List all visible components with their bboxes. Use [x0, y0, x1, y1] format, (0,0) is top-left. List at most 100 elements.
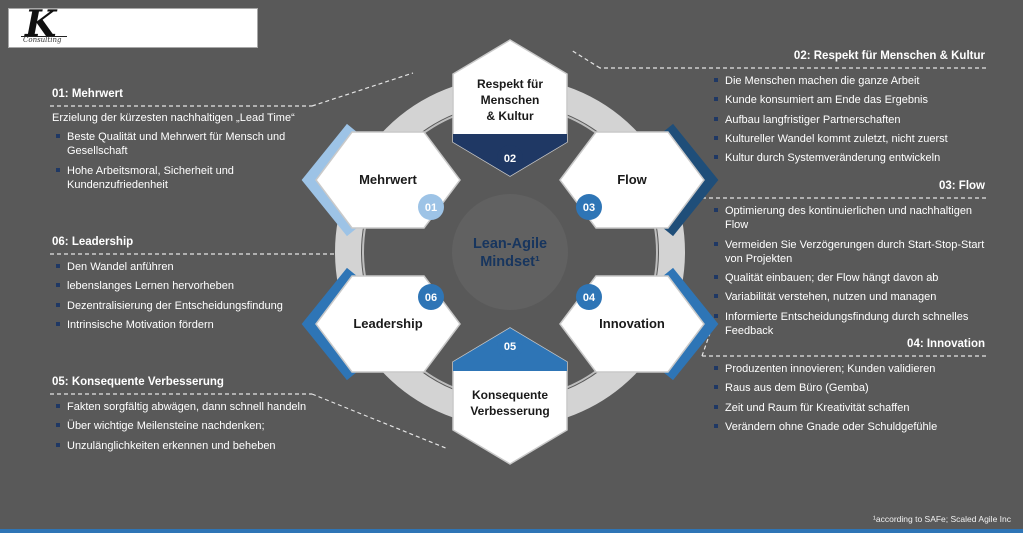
badge-01: 01	[418, 194, 444, 220]
bullet-text: Kunde konsumiert am Ende das Ergebnis	[725, 94, 929, 107]
center-title-line1: Lean-Agile	[473, 236, 547, 252]
bottom-accent-bar	[0, 529, 1023, 533]
panel-heading: 02: Respekt für Menschen & Kultur	[793, 50, 985, 62]
bullet-marker	[714, 275, 718, 280]
bullet-text: Variabilität verstehen, nutzen und manag…	[725, 291, 937, 304]
chevron-leadership	[301, 267, 358, 381]
chevron-mehrwert	[301, 123, 358, 237]
badge-06: 06	[418, 284, 444, 310]
panel-03-flow: 03: Flow Optimierung des kontinuierliche…	[700, 180, 985, 338]
label-mehrwert: Mehrwert	[359, 172, 417, 187]
bullet-item: Vermeiden Sie Verzögerungen durch Start-…	[700, 238, 985, 267]
label-respekt-line2: Menschen	[481, 93, 540, 107]
bullet-marker	[714, 404, 718, 409]
logo-tagline: Consulting	[23, 36, 62, 44]
bullet-text: Unzulänglichkeiten erkennen und beheben	[67, 439, 276, 452]
bullet-item: Variabilität verstehen, nutzen und manag…	[700, 290, 985, 304]
bullet-item: Den Wandel anführen	[52, 260, 312, 274]
panel-heading: 06: Leadership	[52, 236, 134, 248]
bullet-item: Produzenten innovieren; Kunden validiere…	[700, 362, 985, 376]
label-innovation: Innovation	[599, 316, 665, 331]
bullet-text: Raus aus dem Büro (Gemba)	[725, 382, 869, 395]
bullet-marker	[714, 78, 718, 82]
bullet-item: Unzulänglichkeiten erkennen und beheben	[52, 439, 312, 453]
bullet-marker	[714, 423, 718, 428]
bullet-text: Die Menschen machen die ganze Arbeit	[725, 75, 920, 87]
connector-01	[50, 72, 414, 107]
bullet-text: Beste Qualität und Mehrwert für Mensch u…	[67, 131, 286, 158]
bullet-item: Aufbau langfristiger Partnerschaften	[700, 113, 985, 127]
bullet-item: Zeit und Raum für Kreativität schaffen	[700, 401, 985, 415]
bullet-text: Intrinsische Motivation fördern	[67, 318, 214, 331]
bullet-text: Den Wandel anführen	[67, 261, 174, 273]
panel-02-respekt: 02: Respekt für Menschen & Kultur Die Me…	[700, 50, 985, 165]
bullet-marker	[56, 264, 60, 268]
bullet-text: Informierte Entscheidungsfindung durch s…	[725, 310, 969, 338]
bullet-text: Über wichtige Meilensteine nachdenken;	[67, 420, 265, 433]
bullet-marker	[56, 302, 60, 307]
panel-heading: 01: Mehrwert	[52, 88, 123, 100]
chevron-innovation	[662, 267, 719, 381]
logo-monogram: K	[25, 3, 57, 45]
badge-06-number: 06	[425, 292, 437, 304]
bullet-text: Fakten sorgfältig abwägen, dann schnell …	[67, 401, 307, 413]
bullet-item: Kultureller Wandel kommt zuletzt, nicht …	[700, 132, 985, 146]
label-flow: Flow	[617, 172, 647, 187]
badge-05-number: 05	[504, 341, 516, 353]
label-verbesserung-line1: Konsequente	[472, 388, 548, 402]
badge-02: 02	[497, 145, 523, 171]
badge-03-number: 03	[583, 202, 595, 214]
bullet-text: Qualität einbauen; der Flow hängt davon …	[725, 272, 939, 285]
bullet-marker	[714, 155, 718, 160]
bullet-marker	[714, 366, 718, 370]
bullet-item: Fakten sorgfältig abwägen, dann schnell …	[52, 400, 312, 414]
label-respekt-line1: Respekt für	[477, 77, 543, 91]
chevron-flow	[662, 123, 719, 237]
bullet-text: Hohe Arbeitsmoral, Sicherheit und Kunden…	[67, 164, 234, 191]
badge-05: 05	[497, 333, 523, 359]
bullet-text: Zeit und Raum für Kreativität schaffen	[725, 401, 910, 414]
bullet-marker	[714, 385, 718, 390]
bullet-item: Hohe Arbeitsmoral, Sicherheit und Kunden…	[52, 164, 312, 193]
bullet-text: Dezentralisierung der Entscheidungsfindu…	[67, 299, 283, 312]
label-leadership: Leadership	[353, 316, 422, 331]
panel-04-innovation: 04: Innovation Produzenten innovieren; K…	[700, 338, 985, 434]
bullet-marker	[714, 208, 718, 212]
bullet-item: Intrinsische Motivation fördern	[52, 318, 312, 332]
bullet-item: Die Menschen machen die ganze Arbeit	[700, 74, 985, 88]
bullet-marker	[714, 135, 718, 140]
bullet-marker	[714, 313, 718, 318]
logo: K Consulting	[8, 3, 258, 48]
panel-intro: Erzielung der kürzesten nachhaltigen „Le…	[52, 112, 295, 124]
connector-05	[50, 393, 449, 450]
label-verbesserung-line2: Verbesserung	[470, 404, 549, 418]
bullet-item: Kunde konsumiert am Ende das Ergebnis	[700, 93, 985, 107]
panel-heading: 05: Konsequente Verbesserung	[52, 376, 224, 388]
bullet-item: Kultur durch Systemveränderung entwickel…	[700, 151, 985, 165]
panel-01-mehrwert: 01: Mehrwert Erzielung der kürzesten nac…	[52, 88, 312, 192]
footnote: ¹according to SAFe; Scaled Agile Inc	[873, 514, 1011, 524]
bullet-item: Informierte Entscheidungsfindung durch s…	[700, 310, 985, 339]
bullet-marker	[56, 321, 60, 326]
bullet-text: Optimierung des kontinuierlichen und nac…	[725, 205, 973, 232]
bullet-text: Produzenten innovieren; Kunden validiere…	[725, 363, 936, 375]
bullet-text: Kultureller Wandel kommt zuletzt, nicht …	[725, 132, 948, 145]
bullet-item: Über wichtige Meilensteine nachdenken;	[52, 419, 312, 433]
bullet-text: Aufbau langfristiger Partnerschaften	[725, 113, 901, 126]
bullet-marker	[56, 404, 60, 408]
bullet-marker	[56, 283, 60, 288]
bullet-marker	[56, 442, 60, 447]
connector-02	[570, 49, 986, 69]
bullet-item: Beste Qualität und Mehrwert für Mensch u…	[52, 130, 312, 159]
bullet-marker	[714, 116, 718, 121]
center-title-line2: Mindset¹	[480, 254, 540, 270]
bullet-item: lebenslanges Lernen hervorheben	[52, 279, 312, 293]
panel-heading: 04: Innovation	[907, 338, 985, 350]
bullet-marker	[56, 423, 60, 428]
bullet-text: Verändern ohne Gnade oder Schuldgefühle	[725, 420, 938, 433]
badge-01-number: 01	[425, 202, 437, 214]
label-respekt-line3: & Kultur	[486, 109, 534, 123]
bullet-item: Qualität einbauen; der Flow hängt davon …	[700, 271, 985, 285]
